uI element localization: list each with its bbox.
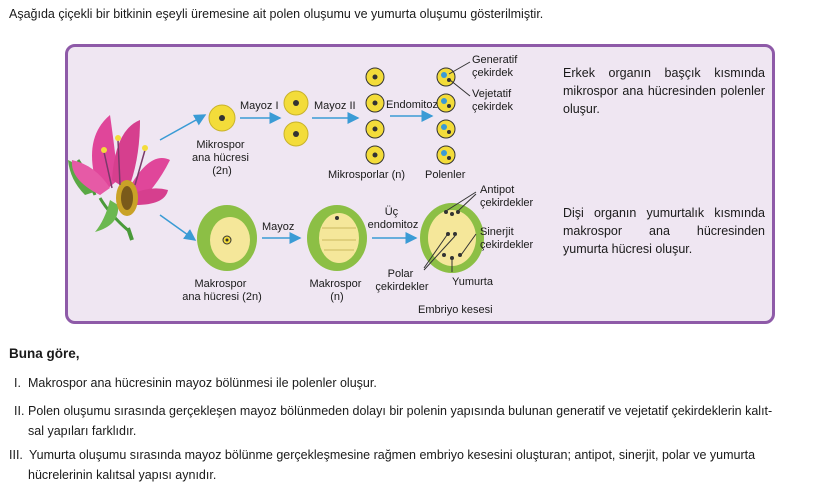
description-female: Dişi organın yumurtalık kısmında makrosp…: [563, 206, 765, 256]
pointer-antipot-b: [457, 193, 477, 212]
label-generatif: Generatif çekirdek: [472, 54, 520, 79]
intro-text: Aşağıda çiçekli bir bitkinin eşeyli ürem…: [9, 7, 544, 21]
label-vejetatif: Vejetatif çekirdek: [472, 88, 514, 113]
question-heading: Buna göre,: [9, 346, 80, 361]
statement-text: Yumurta oluşumu sırasında mayoz bölünme …: [29, 448, 756, 462]
pointer-vejetatif: [449, 79, 471, 97]
label-embriyo-kesesi: Embriyo kesesi: [418, 304, 493, 316]
label-mayoz2: Mayoz II: [314, 100, 356, 112]
statement-3: III. Yumurta oluşumu sırasında mayoz bölü…: [9, 445, 829, 485]
statement-1: I. Makrospor ana hücresinin mayoz bölünme…: [14, 373, 377, 393]
statement-number: I.: [14, 376, 21, 390]
label-mayoz: Mayoz: [262, 221, 294, 233]
mikrospor-ana-cell: [208, 104, 236, 132]
pointer-polar-b: [423, 235, 456, 271]
statement-2: II.Polen oluşumu sırasında gerçekleşen m…: [14, 401, 829, 441]
pointer-generatif: [448, 61, 471, 75]
polen-cells: [436, 67, 456, 165]
label-makrospor: Makrospor (n): [309, 278, 364, 303]
label-endomitoz: Endomitoz: [386, 99, 438, 111]
diagram-panel: [65, 44, 775, 324]
label-mayoz1: Mayoz I: [240, 100, 279, 112]
pointer-antipot-a: [445, 191, 477, 212]
label-polar: Polar çekirdekler: [375, 268, 429, 293]
statement-text-cont: sal yapıları farklıdır.: [28, 424, 137, 438]
statement-text-cont: hücrelerinin kalıtsal yapısı aynıdır.: [28, 468, 217, 482]
arrow-to-mikrospor: [159, 114, 207, 141]
makrospor-ana-ovule: [197, 205, 257, 271]
description-male: Erkek organın başçık kısmında mikrospor …: [563, 66, 765, 116]
pointer-polar-a: [423, 234, 448, 269]
label-mikrosporlar: Mikrosporlar (n): [328, 169, 405, 181]
label-makrospor-ana: Makrospor ana hücresi (2n): [182, 278, 262, 303]
label-sinerjit: Sinerjit çekirdekler: [480, 226, 534, 251]
label-yumurta: Yumurta: [452, 276, 494, 288]
mayoz1-cells: [283, 90, 309, 147]
label-antipot: Antipot çekirdekler: [480, 184, 534, 209]
pointer-sinerjit: [460, 233, 477, 256]
statement-text: Makrospor ana hücresinin mayoz bölünmesi…: [28, 376, 377, 390]
statement-text: Polen oluşumu sırasında gerçekleşen mayo…: [28, 404, 773, 418]
arrow-to-makrospor: [159, 214, 197, 241]
label-polenler: Polenler: [425, 169, 466, 181]
flower-illustration: [68, 115, 170, 241]
mikrospor-cells: [365, 67, 385, 165]
statement-number: II.: [14, 404, 25, 418]
statement-number: III.: [9, 448, 23, 462]
makrospor-ovule: [307, 205, 367, 271]
label-mikrospor-ana: Mikrospor ana hücresi (2n): [192, 139, 252, 177]
label-uc-endomitoz: Üç endomitoz: [368, 206, 419, 231]
